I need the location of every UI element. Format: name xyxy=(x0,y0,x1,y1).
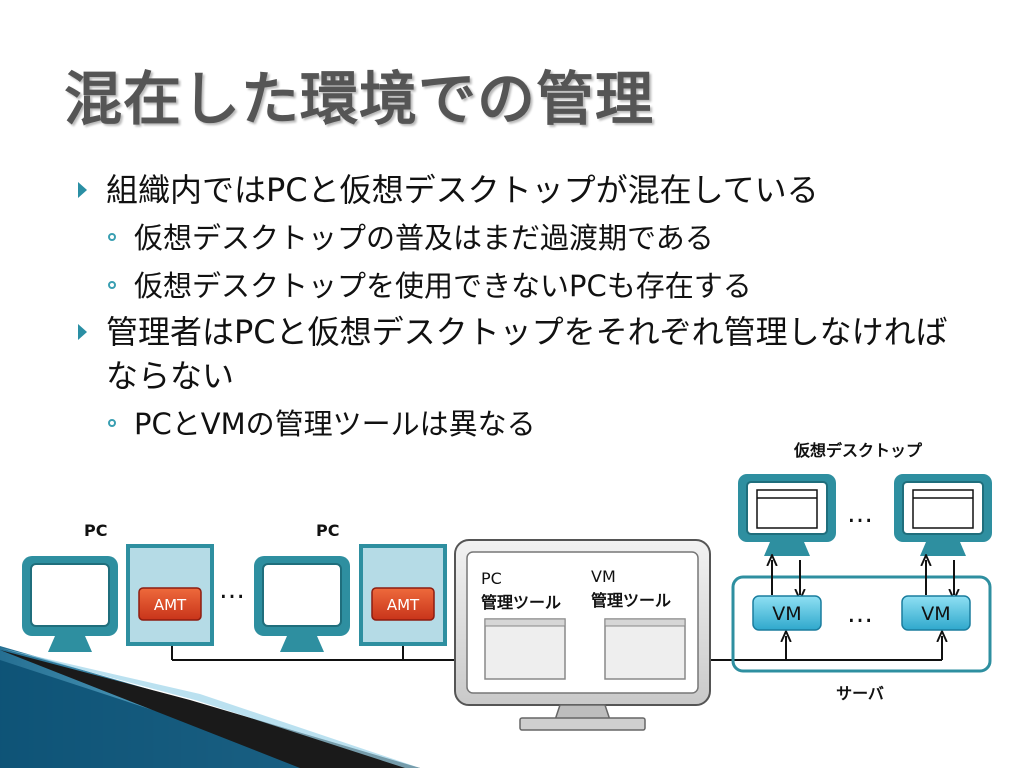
ellipsis-pcs: … xyxy=(219,575,245,605)
pc-tool-label: PC xyxy=(481,569,502,588)
vm-tool-window xyxy=(604,618,686,680)
ellipsis-desktops: … xyxy=(847,499,873,529)
triangle-bullet-icon xyxy=(78,324,87,340)
slide-title: 混在した環境での管理 xyxy=(64,65,655,133)
bullet-2: 管理者はPCと仮想デスクトップをそれぞれ管理しなければならない xyxy=(78,310,966,398)
pc-1: PC AMT xyxy=(22,521,214,652)
bullet-list: 組織内ではPCと仮想デスクトップが混在している 仮想デスクトップの普及はまだ過渡… xyxy=(78,168,978,448)
server-box xyxy=(731,575,992,673)
virtual-desktop-label: 仮想デスクトップ xyxy=(793,441,923,460)
circle-bullet-icon xyxy=(108,233,116,241)
decorative-stripes xyxy=(0,646,420,768)
console-stand xyxy=(519,717,646,731)
sub-bullet-2-1-text: PCとVMの管理ツールは異なる xyxy=(134,407,536,441)
vm-2: VM xyxy=(901,595,971,631)
pc-tool-window xyxy=(484,618,566,680)
server-label: サーバ xyxy=(836,684,884,703)
vm-1-label: VM xyxy=(772,603,801,625)
vm-2-label: VM xyxy=(921,603,950,625)
virtual-desktop-1 xyxy=(738,474,836,556)
vm-tool-label: VM xyxy=(591,567,616,586)
circle-bullet-icon xyxy=(108,419,116,427)
bullet-1-text: 組織内ではPCと仮想デスクトップが混在している xyxy=(106,171,819,209)
amt-badge-2 xyxy=(371,587,435,621)
vm-desktop-arrows xyxy=(772,560,954,595)
virtual-desktop-2 xyxy=(894,474,992,556)
circle-bullet-icon xyxy=(108,281,116,289)
pc-tool-sublabel: 管理ツール xyxy=(481,593,561,612)
ellipsis-vms: … xyxy=(847,599,873,629)
sub-bullet-1-2: 仮想デスクトップを使用できないPCも存在する xyxy=(78,262,978,310)
bullet-1: 組織内ではPCと仮想デスクトップが混在している xyxy=(78,168,978,212)
pc-2: PC AMT xyxy=(254,521,447,652)
vm-1: VM xyxy=(752,595,822,631)
sub-bullet-1-2-text: 仮想デスクトップを使用できないPCも存在する xyxy=(134,269,752,303)
triangle-bullet-icon xyxy=(78,182,87,198)
amt-badge-2-label: AMT xyxy=(387,596,420,614)
amt-badge-1 xyxy=(138,587,202,621)
vm-tool-sublabel: 管理ツール xyxy=(591,591,671,610)
sub-bullet-1-1-text: 仮想デスクトップの普及はまだ過渡期である xyxy=(134,221,714,255)
admin-console: PC 管理ツール VM 管理ツール xyxy=(454,539,711,731)
bullet-2-text: 管理者はPCと仮想デスクトップをそれぞれ管理しなければならない xyxy=(106,313,948,395)
pc-2-label: PC xyxy=(316,521,339,540)
sub-bullet-1-1: 仮想デスクトップの普及はまだ過渡期である xyxy=(78,214,978,262)
sub-bullet-2-1: PCとVMの管理ツールは異なる xyxy=(78,400,978,448)
pc-1-label: PC xyxy=(84,521,107,540)
amt-badge-1-label: AMT xyxy=(154,596,187,614)
